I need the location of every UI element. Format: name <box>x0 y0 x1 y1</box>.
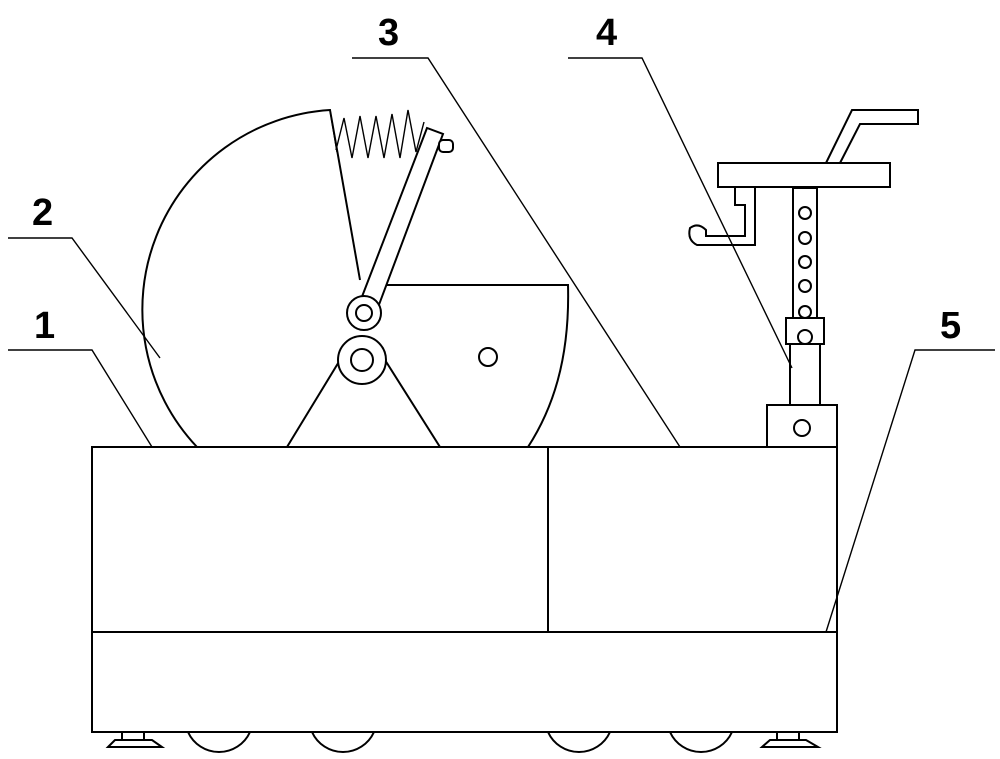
seat-backrest <box>825 109 919 164</box>
wheel-2 <box>311 731 375 753</box>
leveling-foot-right <box>759 731 822 748</box>
tension-spring <box>335 109 425 159</box>
leader-4 <box>568 57 793 369</box>
cover-bolt <box>478 347 498 367</box>
leveling-foot-left <box>105 731 166 748</box>
label-1: 1 <box>34 305 55 347</box>
lower-pivot-inner <box>350 348 374 372</box>
blade-guard <box>141 108 361 448</box>
wheel-1 <box>187 731 251 753</box>
seat-plate <box>717 162 891 188</box>
lever-knob <box>438 139 454 153</box>
upper-pivot-inner <box>355 304 373 322</box>
right-cover <box>385 284 570 448</box>
machine-body <box>91 446 838 733</box>
hang-hook <box>688 187 756 246</box>
leader-5 <box>825 349 995 633</box>
wheel-4 <box>669 731 733 753</box>
lower-pivot-outer <box>337 335 387 385</box>
seat-assembly <box>688 109 919 448</box>
label-2: 2 <box>32 192 53 234</box>
label-3: 3 <box>378 12 399 54</box>
upper-pivot-outer <box>346 295 382 331</box>
label-5: 5 <box>940 305 961 347</box>
leader-2 <box>8 237 161 359</box>
label-4: 4 <box>596 12 617 54</box>
wheel-3 <box>547 731 611 753</box>
leader-1 <box>8 349 153 448</box>
leader-3 <box>352 57 681 448</box>
